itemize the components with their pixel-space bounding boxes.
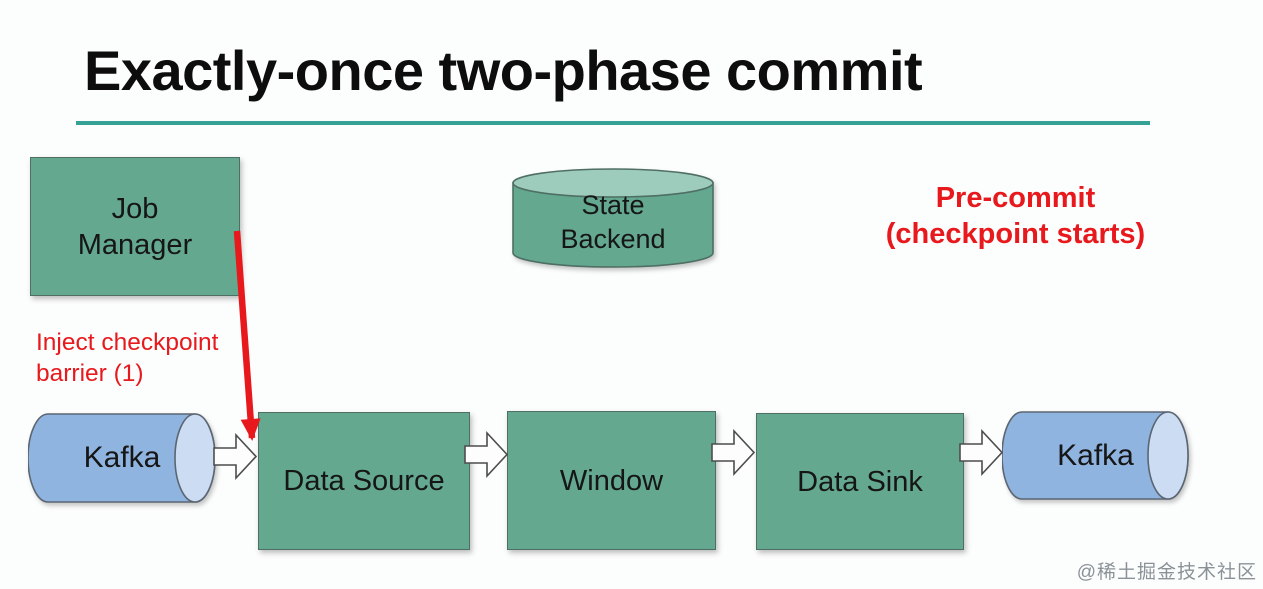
inject-barrier-annotation: Inject checkpoint barrier (1) (36, 327, 219, 389)
kafka-source-node: Kafka (28, 413, 216, 503)
title-underline (76, 121, 1150, 125)
window-label: Window (559, 464, 664, 497)
pre-commit-annotation: Pre-commit (checkpoint starts) (858, 180, 1173, 252)
job-manager-label-line2: Manager (77, 228, 193, 261)
kafka-cylinder-icon (1002, 411, 1189, 500)
kafka-cylinder-icon (28, 413, 216, 503)
state-backend-label-line2: Backend (560, 224, 666, 254)
flow-arrow-icon (711, 429, 756, 476)
flow-arrow-icon (959, 429, 1004, 476)
inject-barrier-line2: barrier (1) (36, 360, 144, 387)
inject-barrier-line1: Inject checkpoint (36, 329, 219, 356)
job-manager-node: Job Manager (30, 157, 240, 296)
pre-commit-line1: Pre-commit (935, 182, 1096, 214)
kafka-sink-node: Kafka (1002, 411, 1189, 500)
watermark: @稀土掘金技术社区 (1076, 562, 1257, 583)
data-sink-label: Data Sink (797, 465, 923, 498)
data-source-label: Data Source (283, 465, 445, 497)
state-backend-node: State Backend (512, 168, 714, 268)
pre-commit-line2: (checkpoint starts) (885, 218, 1146, 250)
job-manager-label-line1: Job (111, 192, 159, 225)
kafka-source-label: Kafka (83, 441, 161, 474)
data-source-node: Data Source (258, 412, 470, 550)
state-backend-label-line1: State (581, 190, 645, 220)
slide-title: Exactly-once two-phase commit (84, 39, 923, 102)
data-sink-node: Data Sink (756, 413, 964, 550)
flow-arrow-icon (464, 431, 509, 478)
kafka-sink-label: Kafka (1057, 438, 1134, 472)
window-node: Window (507, 411, 716, 550)
database-cylinder-icon (512, 168, 714, 268)
flow-arrow-icon (213, 433, 258, 480)
